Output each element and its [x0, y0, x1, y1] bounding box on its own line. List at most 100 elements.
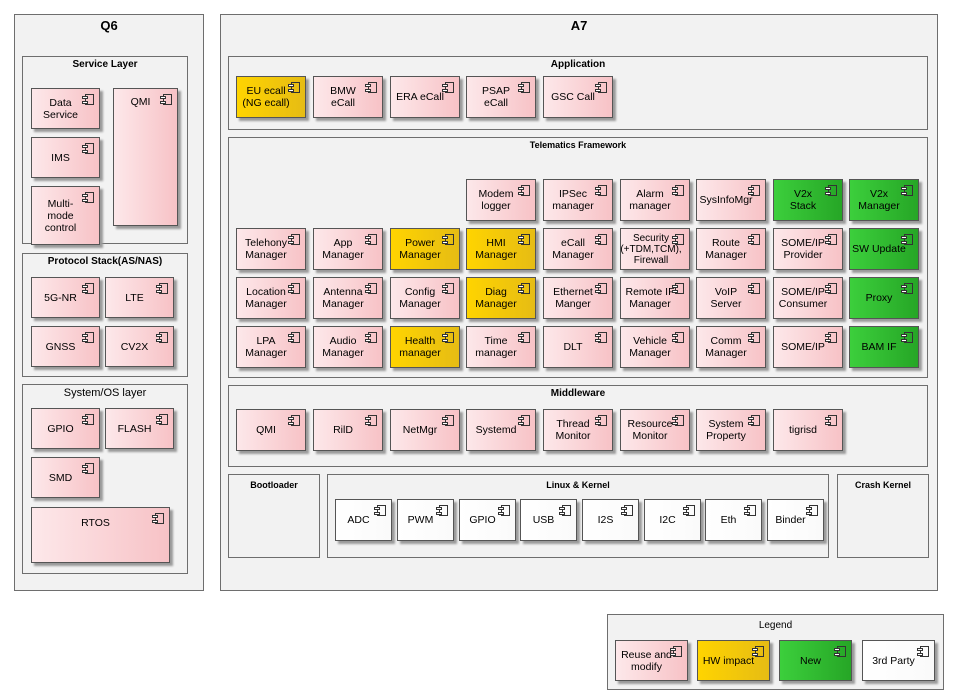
component-label: Binder: [775, 514, 806, 526]
component-gpio: GPIO: [31, 408, 100, 449]
component-label: CV2X: [120, 340, 149, 353]
component-icon: [82, 414, 94, 425]
system-os-title: System/OS layer: [63, 387, 147, 399]
component-label: Proxy: [865, 292, 893, 304]
component-label: eCall Manager: [552, 237, 594, 261]
component-label: Telehony Manager: [244, 237, 288, 261]
component-eth: Eth: [705, 499, 762, 541]
component-label: Time manager: [475, 335, 517, 359]
component-label: RTOS: [81, 517, 110, 529]
component-label: BAM IF: [861, 341, 897, 353]
component-icon: [365, 82, 377, 93]
component-icon: [156, 283, 168, 294]
component-label: tigrisd: [788, 424, 817, 436]
component-label: PWM: [407, 514, 434, 526]
component-pwm: PWM: [397, 499, 454, 541]
component-cv2x: CV2X: [105, 326, 174, 367]
component-rtos: RTOS: [31, 507, 170, 563]
component-route-manager: Route Manager: [696, 228, 766, 270]
component-usb: USB: [520, 499, 577, 541]
component-icon: [365, 234, 377, 245]
component-label: 5G-NR: [44, 291, 77, 304]
component-icon: [901, 185, 913, 196]
component-icon: [156, 332, 168, 343]
legend-title: Legend: [758, 620, 793, 631]
component-label: Power Manager: [399, 237, 441, 261]
component-label: GSC Call: [551, 91, 595, 103]
component-psap-ecall: PSAP eCall: [466, 76, 536, 118]
crash-kernel-frame: Crash Kernel: [837, 474, 929, 558]
component-icon: [825, 332, 837, 343]
component-icon: [288, 234, 300, 245]
component-antenna-manager: Antenna Manager: [313, 277, 383, 319]
component-audio-manager: Audio Manager: [313, 326, 383, 368]
component-label: Multi- mode control: [44, 197, 77, 234]
component-icon: [82, 192, 94, 203]
component-icon: [160, 94, 172, 105]
component-bam-if: BAM IF: [849, 326, 919, 368]
component-label: ERA eCall: [396, 91, 444, 103]
component-label: RilD: [333, 424, 353, 436]
component-label: Data Service: [42, 96, 78, 121]
component-icon: [621, 505, 633, 516]
component-bmw-ecall: BMW eCall: [313, 76, 383, 118]
component-proxy: Proxy: [849, 277, 919, 319]
component-gsc-call: GSC Call: [543, 76, 613, 118]
component-icon: [595, 185, 607, 196]
legend-item-label: Reuse and modify: [621, 648, 672, 673]
component-icon: [374, 505, 386, 516]
legend-item-label: New: [799, 654, 821, 667]
component-label: QMI: [130, 96, 151, 108]
component-label: HMI Manager: [475, 237, 517, 261]
component-icon: [806, 505, 818, 516]
component-i2c: I2C: [644, 499, 701, 541]
component-icon: [518, 234, 530, 245]
component-label: LTE: [125, 291, 144, 304]
component-label: Health manager: [399, 335, 441, 359]
component-label: GPIO: [469, 514, 496, 526]
component-icon: [825, 283, 837, 294]
component-vehicle-manager: Vehicle Manager: [620, 326, 690, 368]
component-label: SOME/IP: [781, 341, 825, 353]
component-label: I2S: [597, 514, 614, 526]
component-label: Comm Manager: [705, 335, 747, 359]
component-label: ADC: [347, 514, 370, 526]
component-icon: [365, 415, 377, 426]
component-hmi-manager: HMI Manager: [466, 228, 536, 270]
component-ethernet-manger: Ethernet Manger: [543, 277, 613, 319]
component-security-manager: Security (+TDM,TCM), Firewall: [620, 228, 690, 270]
crash-kernel-title: Crash Kernel: [854, 480, 912, 490]
bootloader-frame: Bootloader: [228, 474, 320, 558]
component-label: SOME/IP Consumer: [778, 286, 828, 310]
component-power-manager: Power Manager: [390, 228, 460, 270]
component-icon: [498, 505, 510, 516]
component-icon: [518, 283, 530, 294]
component-telehony-manager: Telehony Manager: [236, 228, 306, 270]
component-icon: [825, 234, 837, 245]
component-icon: [288, 415, 300, 426]
component-icon: [917, 646, 929, 657]
component-voip-server: VoIP Server: [696, 277, 766, 319]
component-icon: [288, 332, 300, 343]
component-label: Thread Monitor: [555, 418, 591, 442]
component-label: IPSec manager: [552, 188, 594, 212]
middleware-title: Middleware: [550, 388, 606, 399]
component-icon: [744, 505, 756, 516]
component-netmgr: NetMgr: [390, 409, 460, 451]
component-binder: Binder: [767, 499, 824, 541]
component-location-manager: Location Manager: [236, 277, 306, 319]
component-label: Systemd: [475, 424, 517, 436]
component-health-manager: Health manager: [390, 326, 460, 368]
component-icon: [672, 185, 684, 196]
component-ipsec-manager: IPSec manager: [543, 179, 613, 221]
component-label: QMI: [256, 424, 276, 436]
component-label: Location Manager: [245, 286, 287, 310]
component-icon: [365, 332, 377, 343]
component-multimode-control: Multi- mode control: [31, 186, 100, 245]
component-icon: [595, 415, 607, 426]
legend-item-label: HW impact: [702, 654, 755, 667]
component-app-manager: App Manager: [313, 228, 383, 270]
component-label: Eth: [720, 514, 737, 526]
component-v2x-manager: V2x Manager: [849, 179, 919, 221]
component-config-manager: Config Manager: [390, 277, 460, 319]
